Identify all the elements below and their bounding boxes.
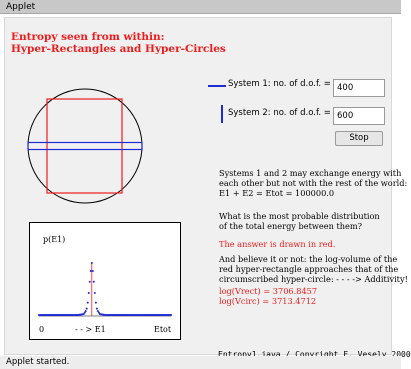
series-0-point bbox=[91, 270, 94, 272]
explanation-line: of the total energy between them? bbox=[219, 221, 363, 231]
plot-frame bbox=[29, 222, 181, 340]
system1-label: System 1: no. of d.o.f. = bbox=[228, 79, 331, 89]
series-0-point bbox=[86, 301, 89, 304]
explanation-paragraph-4: And believe it or not: the log-volume of… bbox=[219, 254, 408, 284]
plot-x-start-label: 0 bbox=[39, 325, 44, 334]
explanation-line: What is the most probable distribution bbox=[219, 211, 380, 221]
series-0-point bbox=[87, 292, 90, 294]
menu-bar: Applet bbox=[0, 0, 401, 14]
log-vrect-value: log(Vrect) = 3706.8457 bbox=[219, 286, 318, 296]
log-volumes: log(Vrect) = 3706.8457 log(Vcirc) = 3713… bbox=[219, 286, 317, 306]
plot-ylabel: p(E1) bbox=[43, 235, 65, 244]
explanation-line: circumscribed hyper-circle: - - - -> Add… bbox=[219, 274, 408, 284]
probability-plot: p(E1) 0 - - > E1 Etot bbox=[29, 222, 181, 340]
series-0-point bbox=[95, 307, 98, 310]
series-0-point bbox=[88, 280, 91, 283]
stop-button[interactable]: Stop bbox=[335, 131, 383, 146]
copyright-footer: Entropy1.java / Copyright F. Vesely 2000 bbox=[218, 350, 411, 359]
hyper-rectangle bbox=[46, 98, 123, 194]
series-0-point bbox=[96, 310, 99, 313]
system2-dof-input[interactable]: 600 bbox=[333, 107, 385, 125]
system-band-horizontal bbox=[27, 141, 143, 151]
plot-marks bbox=[38, 262, 172, 317]
system1-dof-input[interactable]: 400 bbox=[333, 79, 385, 97]
plot-x-end-label: Etot bbox=[154, 325, 172, 334]
explanation-line: red hyper-rectangle approaches that of t… bbox=[219, 264, 399, 274]
hyper-circle bbox=[27, 88, 143, 204]
answer-note: The answer is drawn in red. bbox=[219, 239, 336, 249]
series-0-point bbox=[92, 280, 95, 283]
series-0-point bbox=[90, 262, 93, 264]
series-0-point bbox=[93, 292, 96, 294]
series-0-point bbox=[89, 270, 92, 272]
status-bar: Applet started. bbox=[0, 356, 401, 369]
series-0-point bbox=[170, 314, 172, 316]
explanation-line: Systems 1 and 2 may exchange energy with bbox=[219, 168, 402, 178]
log-vcirc-value: log(Vcirc) = 3713.4712 bbox=[219, 296, 317, 306]
series-0-point bbox=[84, 310, 87, 313]
explanation-line: E1 + E2 = Etot = 100000.0 bbox=[219, 188, 335, 198]
title-line-1: Entropy seen from within: bbox=[11, 31, 165, 43]
series-0-point bbox=[94, 301, 97, 304]
explanation-paragraph-1: Systems 1 and 2 may exchange energy with… bbox=[219, 168, 407, 198]
applet-menu[interactable]: Applet bbox=[6, 2, 36, 12]
applet-panel: Entropy seen from within: Hyper-Rectangl… bbox=[4, 17, 411, 359]
system2-line-icon bbox=[221, 105, 223, 123]
hyper-diagram bbox=[27, 88, 143, 204]
system1-line-icon bbox=[208, 85, 226, 87]
explanation-line: And believe it or not: the log-volume of… bbox=[219, 254, 398, 264]
title-line-2: Hyper-Rectangles and Hyper-Circles bbox=[11, 43, 226, 55]
series-0-point bbox=[83, 311, 86, 314]
explanation-paragraph-2: What is the most probable distribution o… bbox=[219, 211, 380, 231]
plot-xlabel: - - > E1 bbox=[75, 325, 106, 334]
series-0-point bbox=[85, 307, 88, 310]
explanation-line: each other but not with the rest of the … bbox=[219, 178, 408, 188]
system2-label: System 2: no. of d.o.f. = bbox=[228, 108, 331, 118]
